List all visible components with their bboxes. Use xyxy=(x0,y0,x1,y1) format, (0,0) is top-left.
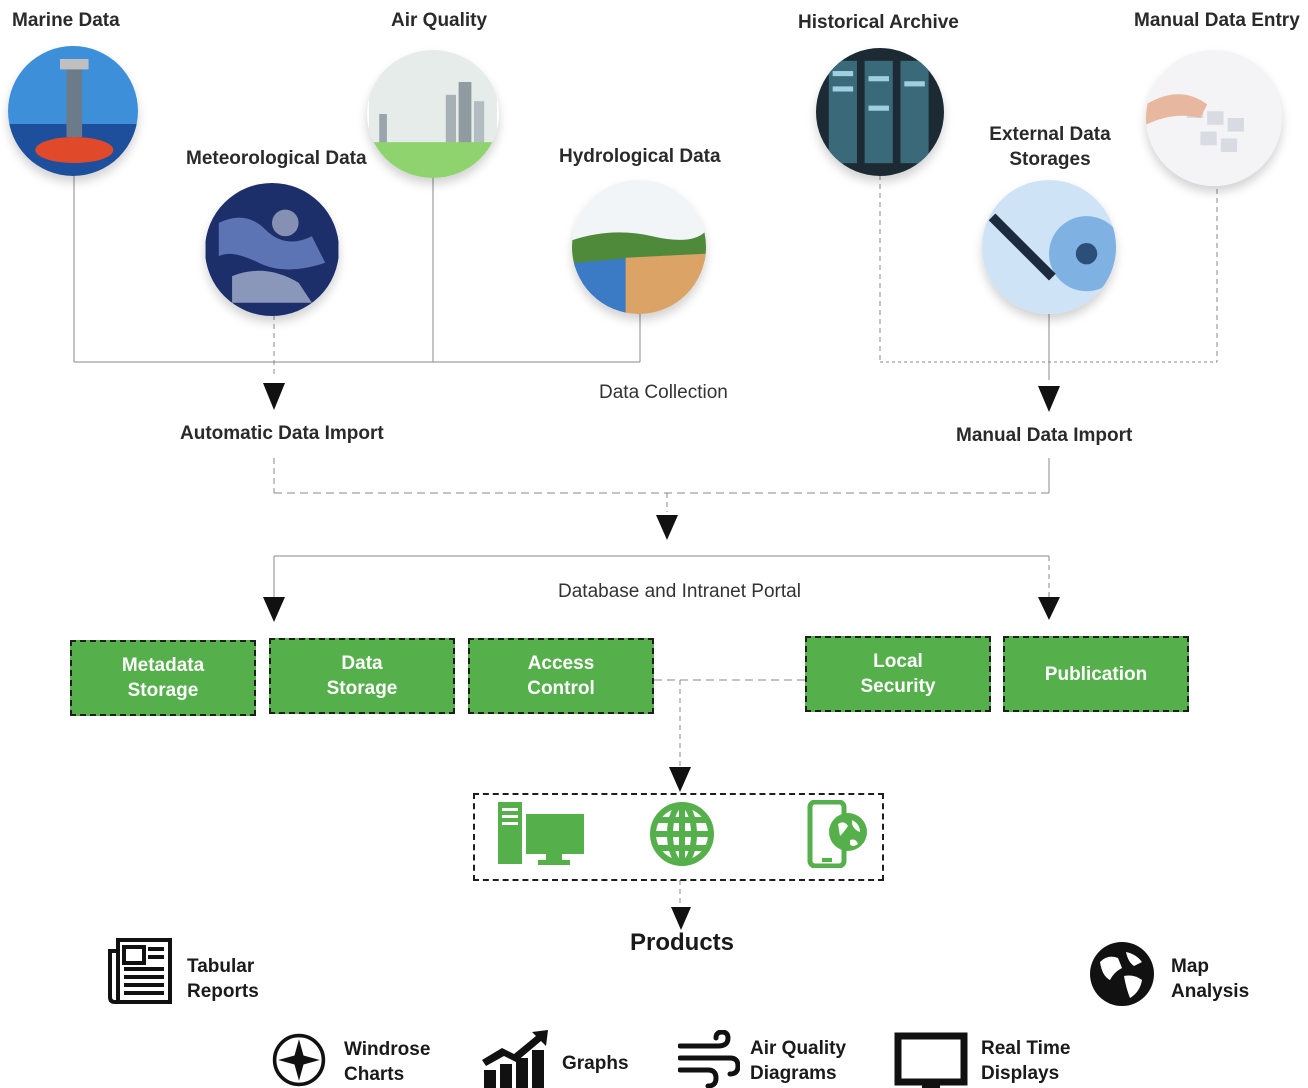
metadata-storage-line1: Metadata xyxy=(121,655,205,676)
globe-icon xyxy=(650,802,714,866)
air-quality-line2: Diagrams xyxy=(750,1063,837,1084)
air-quality-line1: Air Quality xyxy=(750,1038,847,1059)
earth-globe-icon xyxy=(1090,942,1154,1006)
map-line1: Map xyxy=(1171,956,1209,977)
external-data-storages-title: External Data Storages xyxy=(986,122,1114,172)
access-control-line1: Access xyxy=(527,653,595,674)
devices-box xyxy=(473,793,884,881)
meteorological-data-title: Meteorological Data xyxy=(186,148,367,169)
windrose-line1: Windrose xyxy=(344,1039,431,1060)
metadata-storage-line2: Storage xyxy=(127,680,199,701)
air-quality-city-image xyxy=(367,50,499,178)
meteorological-satellite-image xyxy=(205,183,339,316)
local-security-line1: Local xyxy=(873,651,923,672)
keyboard-typing-image xyxy=(1146,50,1282,186)
database-portal-label: Database and Intranet Portal xyxy=(558,581,801,602)
data-collection-label: Data Collection xyxy=(599,382,728,403)
automatic-data-import-label: Automatic Data Import xyxy=(180,423,384,444)
publication-box: Publication xyxy=(1003,636,1189,712)
real-time-displays-label: Real Time Displays xyxy=(981,1036,1070,1086)
mobile-globe-icon xyxy=(807,800,867,868)
hydrological-data-title: Hydrological Data xyxy=(559,146,721,167)
manual-data-import-label: Manual Data Import xyxy=(956,425,1133,446)
desktop-computer-icon xyxy=(498,802,584,865)
tabular-line2: Reports xyxy=(187,981,259,1002)
monitor-icon xyxy=(894,1032,968,1088)
external-title-line1: External Data xyxy=(989,124,1111,145)
map-line2: Analysis xyxy=(1171,981,1250,1002)
tabular-line1: Tabular xyxy=(187,956,255,977)
windrose-charts-label: Windrose Charts xyxy=(344,1037,430,1087)
products-title: Products xyxy=(630,929,735,956)
historical-archive-title: Historical Archive xyxy=(798,12,959,33)
manual-data-entry-title: Manual Data Entry xyxy=(1134,10,1300,31)
data-storage-line1: Data xyxy=(341,653,383,674)
data-storage-line2: Storage xyxy=(326,678,398,699)
tabular-reports-label: Tabular Reports xyxy=(187,954,259,1004)
wind-icon xyxy=(678,1030,740,1088)
access-control-line2: Control xyxy=(527,678,595,699)
external-title-line2: Storages xyxy=(1009,149,1091,170)
real-time-line1: Real Time xyxy=(981,1038,1071,1059)
growth-chart-icon xyxy=(482,1030,548,1088)
compass-icon xyxy=(272,1033,326,1087)
air-quality-title: Air Quality xyxy=(391,10,488,31)
hydrological-terrain-image xyxy=(572,180,706,314)
graphs-label: Graphs xyxy=(562,1053,629,1074)
server-rack-image xyxy=(816,48,944,176)
local-security-line2: Security xyxy=(860,676,936,697)
map-analysis-label: Map Analysis xyxy=(1171,954,1249,1004)
air-quality-diagrams-label: Air Quality Diagrams xyxy=(750,1036,846,1086)
windrose-line2: Charts xyxy=(344,1064,405,1085)
marine-buoy-image xyxy=(8,46,138,176)
hard-drive-image xyxy=(982,180,1116,314)
marine-data-title: Marine Data xyxy=(12,10,120,31)
publication-label: Publication xyxy=(1044,663,1148,685)
newspaper-icon xyxy=(108,938,172,1004)
real-time-line2: Displays xyxy=(981,1063,1060,1084)
